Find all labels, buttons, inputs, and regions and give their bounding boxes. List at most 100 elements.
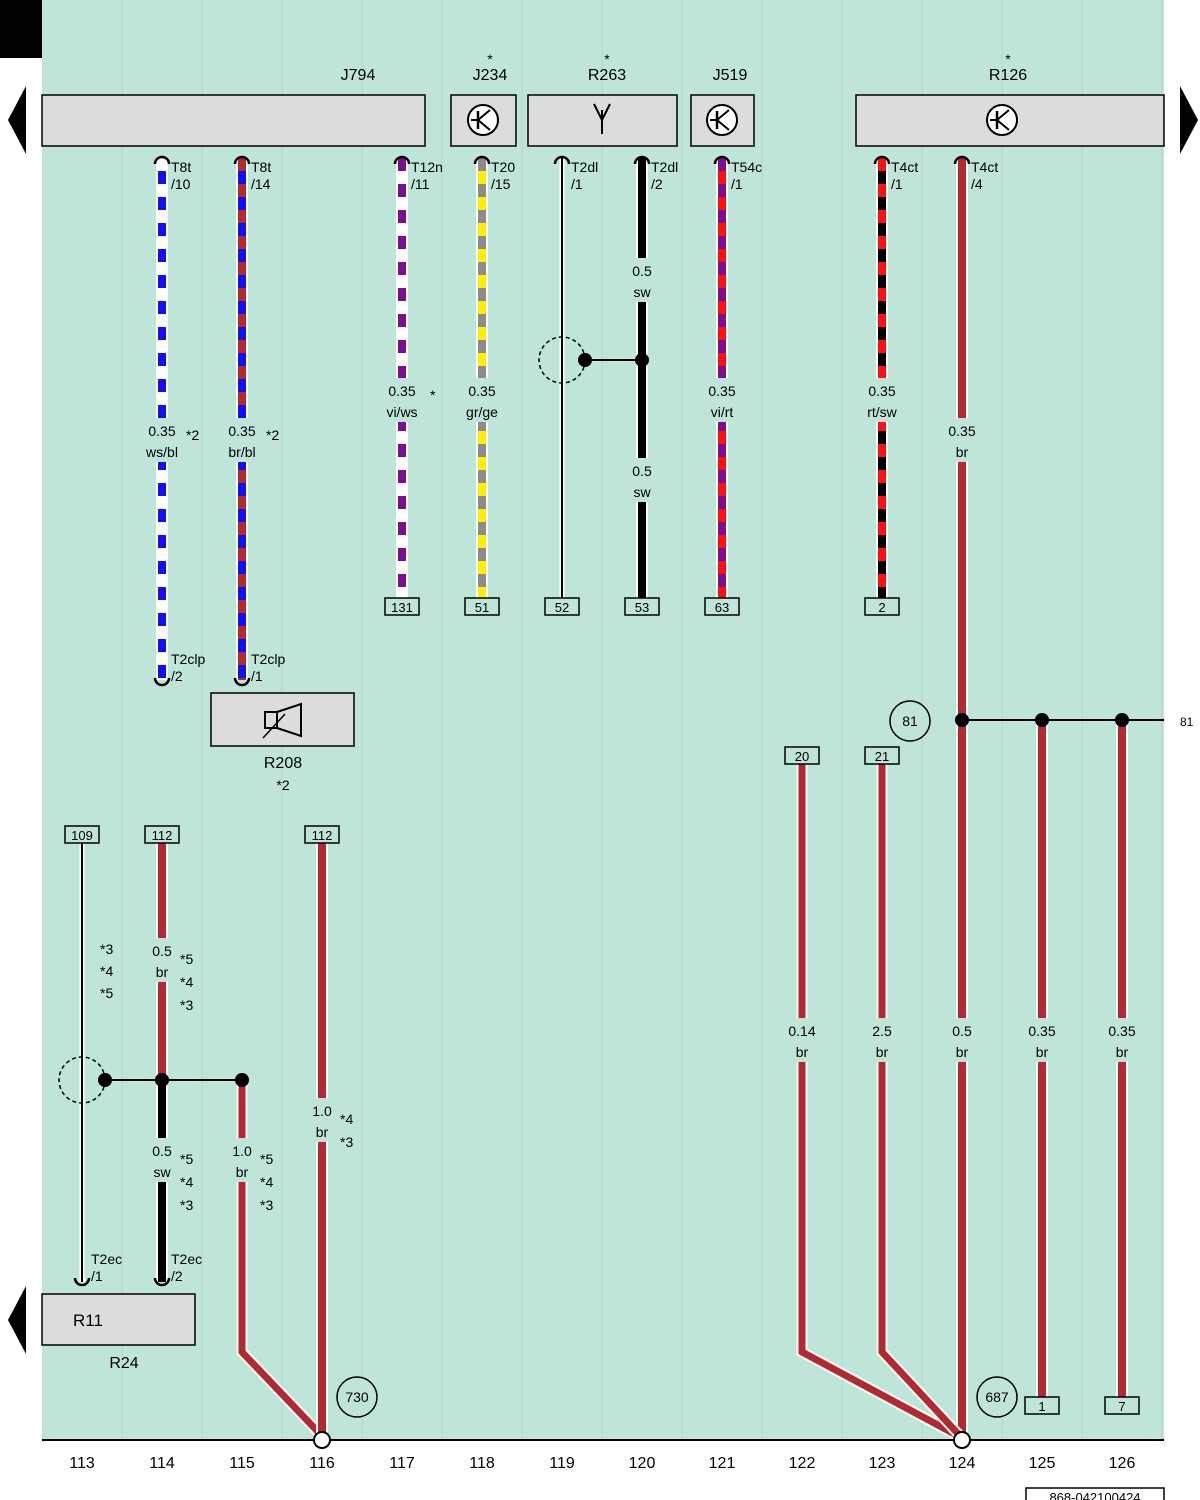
reference-box-label: 52 xyxy=(555,600,569,615)
reference-box-label: 131 xyxy=(391,600,413,615)
wire-note: *3 xyxy=(100,941,113,957)
connector-icon xyxy=(233,677,251,687)
wire-color-label: br xyxy=(876,1044,889,1060)
reference-box xyxy=(784,746,820,765)
wire-size-label: 0.5 xyxy=(152,1143,172,1159)
wire-color-label: br xyxy=(796,1044,809,1060)
module-J794 xyxy=(41,94,426,147)
reference-box-label: 63 xyxy=(715,600,729,615)
label-R208-note: *2 xyxy=(276,777,289,793)
connector-icon xyxy=(153,155,171,165)
pin-label: T12n xyxy=(411,159,443,175)
track-number: 117 xyxy=(389,1455,415,1472)
wire-label-bg xyxy=(942,1018,982,1062)
connector-icon xyxy=(153,1277,171,1287)
pin-label: /14 xyxy=(251,176,271,192)
wire-size-label: 0.5 xyxy=(632,263,652,279)
wire-size-label: 0.35 xyxy=(948,423,975,439)
pin-label: /1 xyxy=(571,176,583,192)
wire-note: *5 xyxy=(180,951,193,967)
shield-node xyxy=(578,353,592,367)
wire-color-label: gr/ge xyxy=(466,404,498,420)
wire-note: * xyxy=(430,387,436,403)
connector-icon xyxy=(553,155,571,165)
wire-label-bg xyxy=(622,258,662,302)
pin-label: T4ct xyxy=(891,159,918,175)
speaker-icon xyxy=(276,702,302,738)
ground-ref-circle-label: 687 xyxy=(985,1389,1009,1405)
label-R263-marker: * xyxy=(604,51,610,67)
wire-color-label: br xyxy=(1116,1044,1129,1060)
document-id: 868-042100424 xyxy=(1049,1490,1140,1500)
reference-box-label: 112 xyxy=(312,828,333,843)
reference-box xyxy=(64,825,100,844)
junction-dot xyxy=(235,1073,249,1087)
shield-node xyxy=(98,1073,112,1087)
pin-label: T4ct xyxy=(971,159,998,175)
pin-label: T20 xyxy=(491,159,515,175)
wire-color-label: br xyxy=(316,1124,329,1140)
wire-note: *4 xyxy=(180,974,193,990)
ground-ref-circle xyxy=(336,1376,378,1418)
wire-label-bg xyxy=(1022,1018,1062,1062)
wire-color-label: ws/bl xyxy=(145,444,178,460)
pin-label: /15 xyxy=(491,176,511,192)
reference-box-label: 109 xyxy=(71,828,93,843)
pin-label: /1 xyxy=(91,1268,103,1284)
reference-box xyxy=(384,597,420,616)
connector-icon xyxy=(393,155,411,165)
wire-label-bg xyxy=(142,418,182,462)
speaker-icon xyxy=(264,711,278,729)
wire-label-bg xyxy=(782,1018,822,1062)
connector-icon xyxy=(73,1277,91,1287)
connector-icon xyxy=(873,155,891,165)
wire-note: *4 xyxy=(260,1174,273,1190)
wire-color-label: br xyxy=(236,1164,249,1180)
reference-box xyxy=(144,825,180,844)
pin-label: /1 xyxy=(251,668,263,684)
wire-color-label: rt/sw xyxy=(867,404,897,420)
pin-label: T8t xyxy=(171,159,191,175)
connector-icon xyxy=(633,155,651,165)
transistor-icon xyxy=(477,119,491,131)
wire-label-bg xyxy=(942,418,982,462)
ground-ref-circle-label: 730 xyxy=(345,1389,369,1405)
label-R11: R11 xyxy=(73,1311,103,1330)
reference-box-label: 21 xyxy=(875,749,889,764)
wire-color-label: br/bl xyxy=(228,444,255,460)
connector-icon xyxy=(953,155,971,165)
track-number: 123 xyxy=(869,1455,896,1472)
page-next-arrow-icon xyxy=(1180,86,1198,154)
wire-note: *5 xyxy=(100,985,113,1001)
transistor-icon xyxy=(716,119,730,131)
wire-note: *4 xyxy=(340,1111,353,1127)
wire-note: *3 xyxy=(180,1197,193,1213)
label-J234: J234 xyxy=(473,67,508,84)
wire-label-bg xyxy=(382,378,422,422)
pin-label: T2dl xyxy=(571,159,598,175)
track-number: 118 xyxy=(469,1455,495,1472)
wire-size-label: 0.35 xyxy=(148,423,175,439)
pin-label: T54c xyxy=(731,159,762,175)
pin-label: /4 xyxy=(971,176,983,192)
wire-note: *2 xyxy=(266,427,279,443)
connector-icon xyxy=(153,677,171,687)
wire-label-bg xyxy=(702,378,742,422)
transistor-icon xyxy=(986,104,1018,136)
label-J234-marker: * xyxy=(487,51,493,67)
wire-color-label: sw xyxy=(153,1164,171,1180)
wire-color-label: vi/rt xyxy=(711,404,734,420)
wire-br-123 xyxy=(878,760,965,1441)
pin-label: T2ec xyxy=(171,1251,202,1267)
antenna-icon xyxy=(593,103,611,134)
track-number: 114 xyxy=(149,1455,175,1472)
page-prev-arrow-icon xyxy=(8,1286,26,1354)
wire-size-label: 0.5 xyxy=(952,1023,972,1039)
pin-label: T2ec xyxy=(91,1251,122,1267)
wire-size-label: 0.35 xyxy=(1028,1023,1055,1039)
track-number: 126 xyxy=(1109,1455,1136,1472)
wire-note: *3 xyxy=(180,997,193,1013)
transistor-icon xyxy=(996,109,1010,121)
wire-color-label: sw xyxy=(633,484,651,500)
wire-size-label: 1.0 xyxy=(312,1103,332,1119)
